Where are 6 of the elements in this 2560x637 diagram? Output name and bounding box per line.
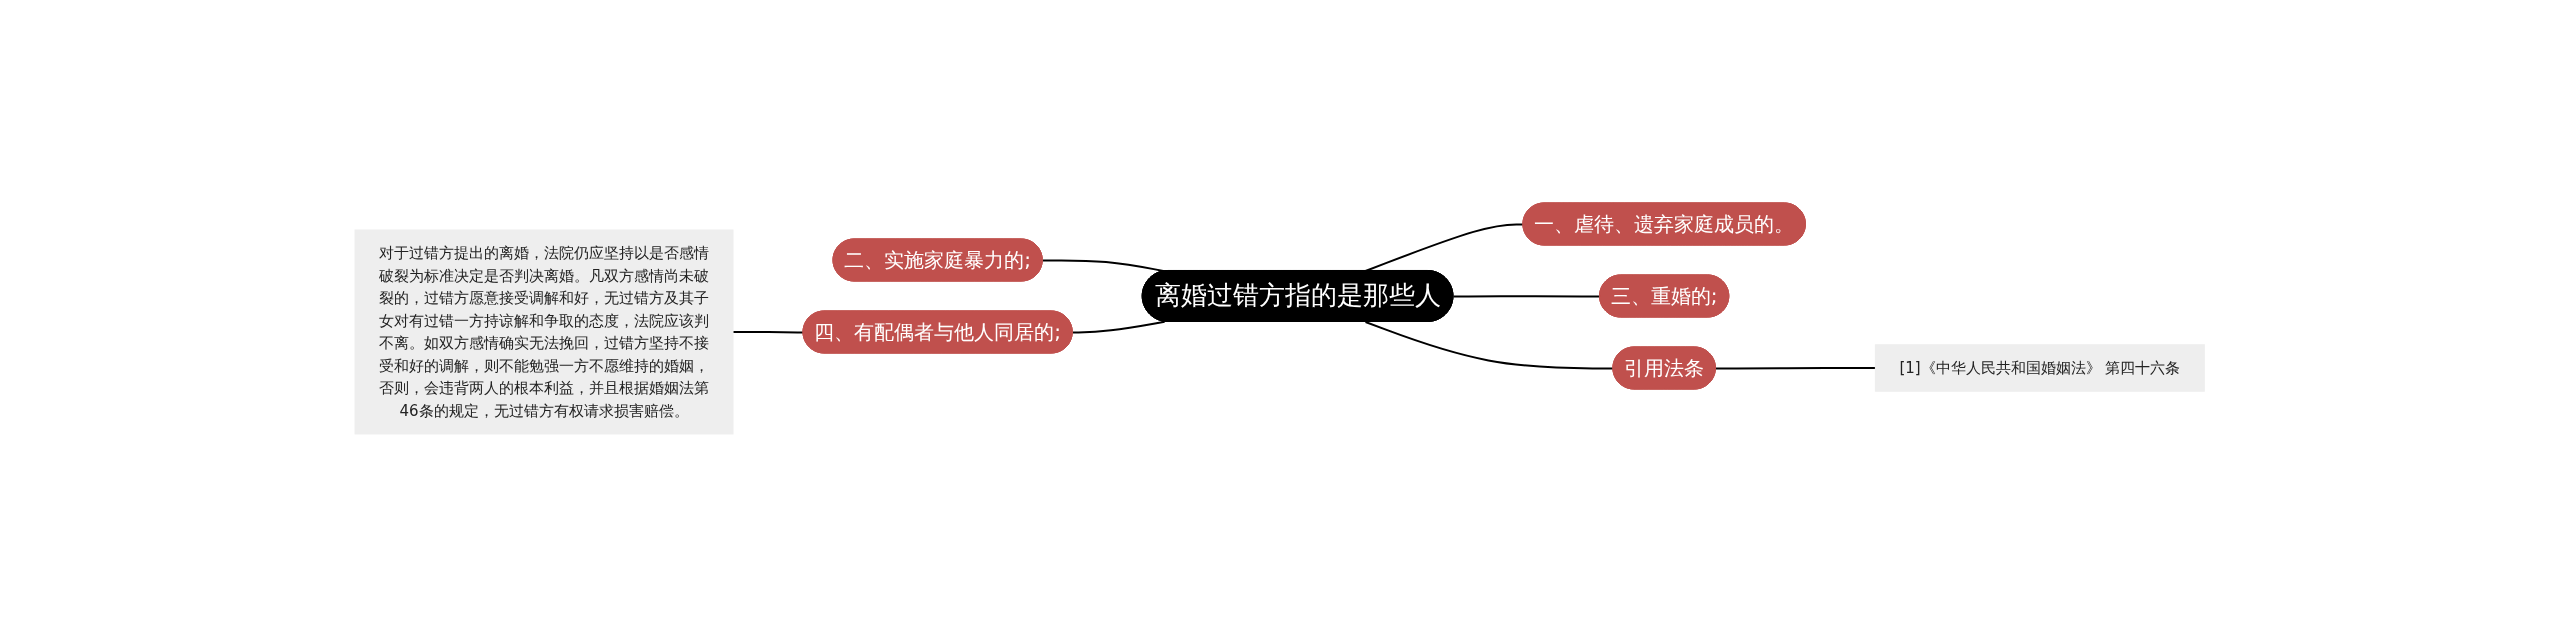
connector — [1715, 367, 1877, 370]
connector — [1364, 321, 1615, 370]
node-box: [1]《中华人民共和国婚姻法》 第四十六条 — [1875, 344, 2206, 392]
node-box: 对于过错方提出的离婚，法院仍应坚持以是否感情破裂为标准决定是否判决离婚。凡双方感情尚未破裂的，过错方愿意接受调解和好，无过错方及其子女对有过错一方持谅解和争取的态度，法院应该判不离。如双方感情确实无法挽回，过错方坚持不接受和好的调解，则不能勉强一方不愿维持的婚姻，否则，会违背两人的根本利益，并且根据婚姻法第46条的规定，无过错方有权请求损害赔偿。 — [354, 229, 734, 435]
connector — [732, 331, 805, 334]
connector — [1072, 320, 1166, 334]
